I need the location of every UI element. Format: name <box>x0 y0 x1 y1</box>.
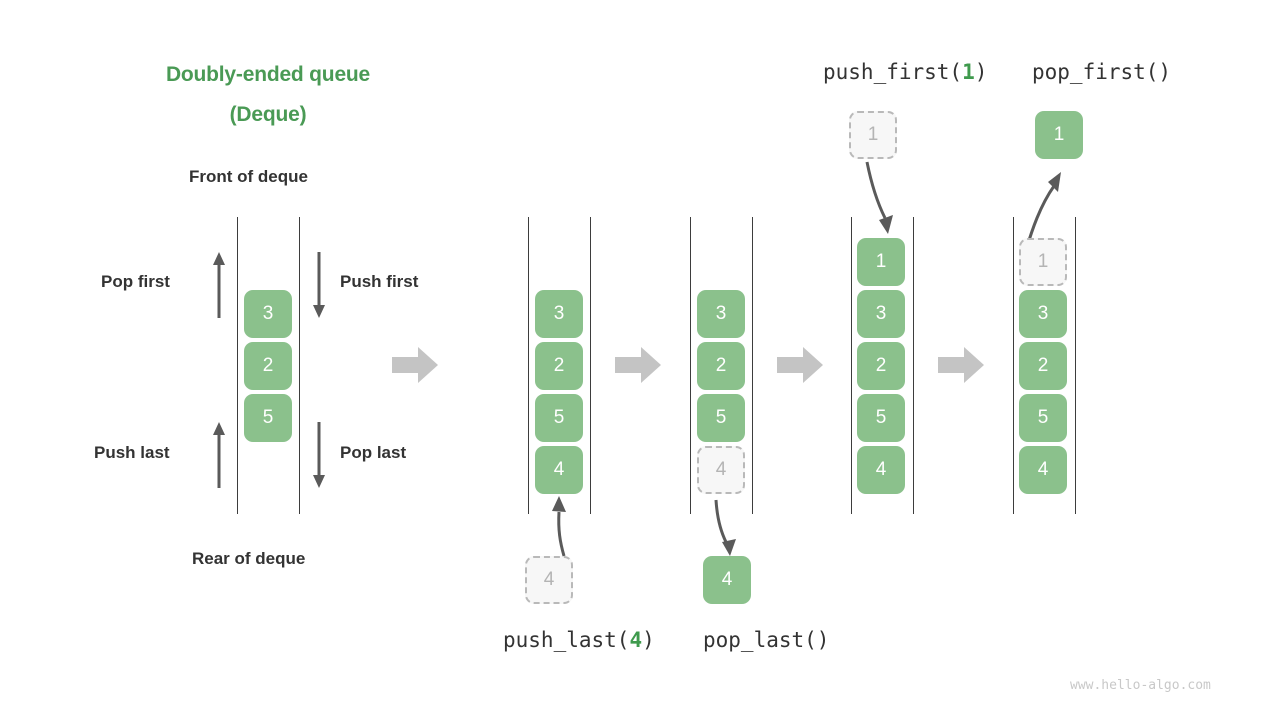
stage1-box-3: 4 <box>535 446 583 494</box>
push-first-label: Push first <box>340 272 419 291</box>
stage3-box-3: 5 <box>857 394 905 442</box>
stage3-box-2: 2 <box>857 342 905 390</box>
push-last-label: Push last <box>94 443 170 462</box>
push-last-op-arg: 4 <box>629 628 643 652</box>
stage0-box-2: 5 <box>244 394 292 442</box>
push-last-motion-arrow-icon <box>552 496 566 557</box>
push-last-arrow-icon <box>213 422 225 488</box>
push-last-operation-label: push_last(4) <box>503 628 655 652</box>
stage4-rail-right <box>1075 217 1076 514</box>
pop-last-arrow-icon <box>313 422 325 488</box>
stage1-box-0: 3 <box>535 290 583 338</box>
stage4-box-1: 2 <box>1019 342 1067 390</box>
stage3-floating-ghost-box: 1 <box>849 111 897 159</box>
stage2-rail-right <box>752 217 753 514</box>
stage2-rail-left <box>690 217 691 514</box>
step-arrow-icon-3 <box>777 347 823 383</box>
stage4-rail-left <box>1013 217 1014 514</box>
watermark: www.hello-algo.com <box>1070 678 1211 693</box>
stage4-box-2: 5 <box>1019 394 1067 442</box>
stage3-box-4: 4 <box>857 446 905 494</box>
pop-last-motion-arrow-icon <box>714 499 736 556</box>
push-first-motion-arrow-icon <box>865 161 893 234</box>
stage1-rail-right <box>590 217 591 514</box>
pop-last-operation-label: pop_last() <box>703 628 830 652</box>
push-first-arrow-icon <box>313 252 325 318</box>
step-arrow-icon-2 <box>615 347 661 383</box>
stage3-box-0: 1 <box>857 238 905 286</box>
stage0-rail-right <box>299 217 300 514</box>
stage0-box-1: 2 <box>244 342 292 390</box>
push-first-op-close: ) <box>974 60 988 84</box>
front-of-deque-label: Front of deque <box>189 167 308 186</box>
stage0-box-0: 3 <box>244 290 292 338</box>
stage1-floating-ghost-box: 4 <box>525 556 573 604</box>
stage2-box-1: 2 <box>697 342 745 390</box>
stage1-box-1: 2 <box>535 342 583 390</box>
stage1-rail-left <box>528 217 529 514</box>
step-arrow-icon-1 <box>392 347 438 383</box>
stage2-box-0: 3 <box>697 290 745 338</box>
stage2-box-2: 5 <box>697 394 745 442</box>
stage4-box-0: 3 <box>1019 290 1067 338</box>
pop-first-arrow-icon <box>213 252 225 318</box>
rear-of-deque-label: Rear of deque <box>192 549 306 568</box>
push-last-op-close: ) <box>642 628 655 652</box>
stage1-box-2: 5 <box>535 394 583 442</box>
push-first-op-name: push_first( <box>823 60 963 84</box>
diagram-title-line1: Doubly-ended queue <box>165 63 371 86</box>
stage4-floating-box: 1 <box>1035 111 1083 159</box>
stage3-rail-left <box>851 217 852 514</box>
stage3-rail-right <box>913 217 914 514</box>
step-arrow-icon-4 <box>938 347 984 383</box>
push-first-op-arg: 1 <box>962 60 975 84</box>
stage2-ghost-box: 4 <box>697 446 745 494</box>
diagram-title-line2: (Deque) <box>229 103 307 126</box>
stage4-ghost-box: 1 <box>1019 238 1067 286</box>
stage4-box-3: 4 <box>1019 446 1067 494</box>
push-first-operation-label: push_first(1) <box>823 60 987 84</box>
stage3-box-1: 3 <box>857 290 905 338</box>
pop-last-label: Pop last <box>340 443 407 462</box>
pop-first-operation-label: pop_first() <box>1032 60 1172 84</box>
pop-first-label: Pop first <box>101 272 170 291</box>
stage2-floating-box: 4 <box>703 556 751 604</box>
stage0-rail-left <box>237 217 238 514</box>
push-last-op-name: push_last( <box>503 628 630 652</box>
